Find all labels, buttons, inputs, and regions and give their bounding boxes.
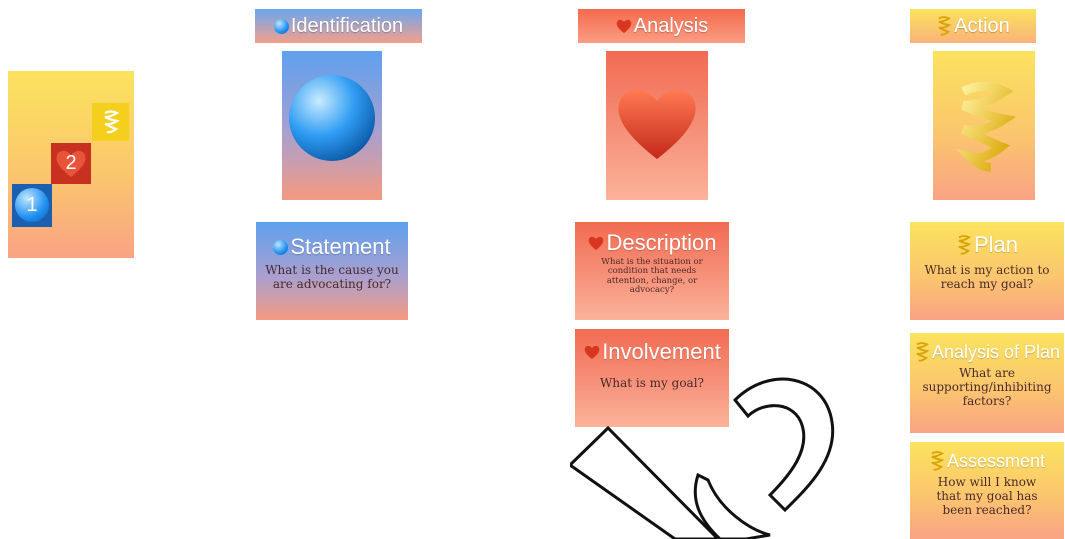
heart-icon [56,150,86,177]
heart-icon [584,345,600,359]
spiral-icon [955,81,1015,172]
blue-ball-icon [273,239,289,255]
spiral-icon [916,342,930,362]
blue-ball-icon [273,18,289,34]
analysis-image [606,51,708,200]
watermark [570,377,835,539]
analysis-of-plan-card: Analysis of Plan What are supporting/inh… [910,333,1064,433]
step-3-tile: 3 [92,103,129,141]
action-image [933,51,1035,200]
steps-panel: 3 2 1 [8,71,134,258]
identification-header-label: Identification [290,14,404,37]
assessment-card: Assessment How will I know that my goal … [910,442,1064,539]
involvement-card: Involvement What is my goal? [575,329,729,427]
analysis-header: Analysis [578,9,745,43]
action-header-label: Action [954,14,1010,37]
spiral-icon [931,451,945,471]
description-card-question: What is the situation or condition that … [601,257,703,296]
plan-card: Plan What is my action to reach my goal? [910,222,1064,320]
assessment-card-title: Assessment [929,450,1045,472]
identification-image [282,51,382,200]
action-header: Action [910,9,1036,43]
step-2-number: 2 [65,152,77,174]
description-card-title: Description [587,230,717,256]
heart-icon [589,236,604,250]
step-1-number: 1 [26,194,38,216]
plan-card-title: Plan [956,232,1018,258]
identification-header: Identification [255,9,422,43]
blue-ball-icon [15,188,49,222]
analysis-header-label: Analysis [633,14,709,37]
statement-card-title: Statement [273,234,391,260]
step-1-tile: 1 [12,184,52,227]
involvement-card-question: What is my goal? [600,376,704,390]
spiral-icon [958,235,972,255]
assessment-card-question: How will I know that my goal has been re… [936,475,1038,517]
heart-icon [618,89,696,160]
involvement-card-title: Involvement [583,339,721,365]
analysis-of-plan-card-question: What are supporting/inhibiting factors? [922,366,1052,408]
spiral-icon [104,110,120,134]
plan-card-question: What is my action to reach my goal? [924,263,1050,291]
step-2-tile: 2 [51,143,91,184]
spiral-icon [938,16,952,36]
blue-ball-icon [289,75,375,161]
step-3-number: 3 [92,103,129,141]
statement-card: Statement What is the cause you are advo… [256,222,408,320]
heart-icon [616,19,632,33]
analysis-of-plan-card-title: Analysis of Plan [914,341,1060,363]
statement-card-question: What is the cause you are advocating for… [265,263,399,291]
description-card: Description What is the situation or con… [575,222,729,320]
